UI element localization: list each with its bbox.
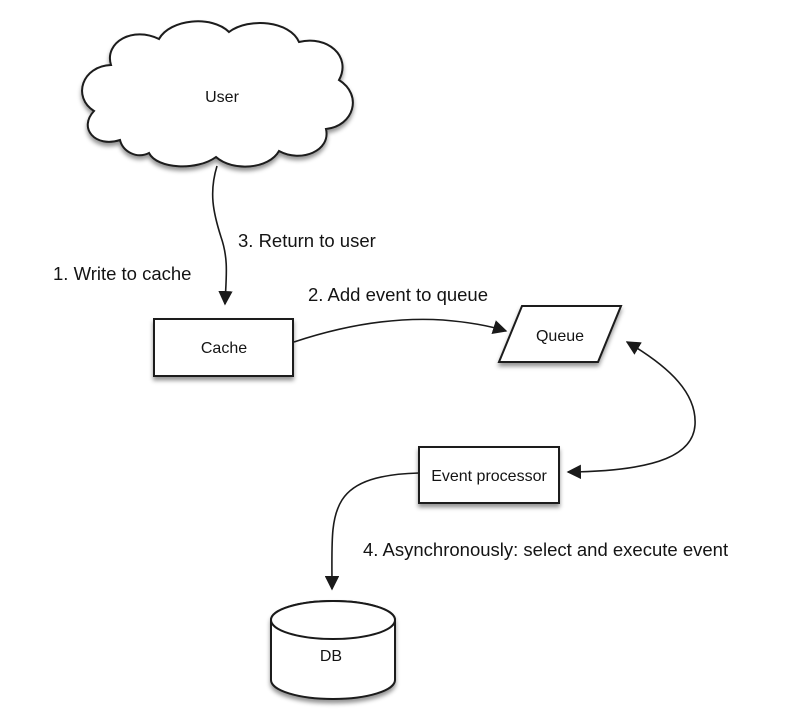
db-cylinder-top	[270, 600, 396, 640]
queue-shape	[497, 305, 623, 363]
node-queue: Queue	[497, 305, 623, 363]
edge-label-step2: 2. Add event to queue	[308, 284, 488, 305]
cache-shape	[153, 318, 294, 377]
edge-label-step3: 3. Return to user	[238, 230, 376, 251]
node-event-processor-label: Event processor	[431, 468, 547, 485]
node-user: User	[81, 20, 354, 168]
node-user-label: User	[205, 89, 239, 106]
node-db: DB	[270, 600, 396, 700]
node-cache-label: Cache	[201, 340, 247, 357]
edge-label-step1: 1. Write to cache	[53, 263, 191, 284]
node-db-label: DB	[320, 648, 342, 665]
edge-user-to-cache	[211, 165, 233, 306]
edge-label-step4: 4. Asynchronously: select and execute ev…	[363, 539, 728, 560]
edge-queue-event-processor	[566, 341, 696, 480]
node-cache: Cache	[153, 318, 294, 377]
edge-cache-to-queue	[293, 318, 508, 343]
cloud-shape	[81, 20, 354, 168]
edge-event-processor-to-db	[324, 472, 420, 591]
node-queue-label: Queue	[536, 328, 584, 345]
event-processor-shape	[418, 446, 560, 504]
node-event-processor: Event processor	[418, 446, 560, 504]
